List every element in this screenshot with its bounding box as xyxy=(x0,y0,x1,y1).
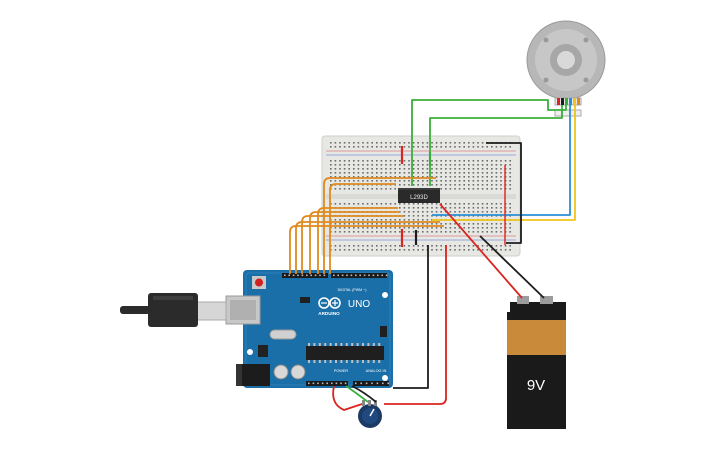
wire-pot-green xyxy=(345,385,369,403)
arduino-model: UNO xyxy=(348,299,370,310)
breadboard-holes xyxy=(330,142,511,251)
arduino-brand: ARDUINO xyxy=(318,311,340,316)
usb-port xyxy=(225,295,261,325)
wire-pot-black xyxy=(351,385,377,403)
9v-battery[interactable]: 9V xyxy=(507,296,566,429)
wire-orange-3 xyxy=(317,207,398,274)
wire-orange-2 xyxy=(323,177,436,274)
battery-label: 9V xyxy=(527,377,545,394)
digital-label: DIGITAL (PWM ~) xyxy=(338,288,367,292)
wire-orange-1 xyxy=(329,183,396,274)
digital-header[interactable] xyxy=(282,273,388,278)
wire-motor-green-1 xyxy=(411,99,567,186)
wire-battery-black xyxy=(479,235,545,299)
wire-pot-red xyxy=(332,385,363,411)
usb-cable xyxy=(120,293,227,327)
atmega-chip xyxy=(306,343,384,363)
dc-motor[interactable] xyxy=(526,20,606,117)
l293d-chip[interactable]: L293D xyxy=(398,188,440,203)
wire-orange-6 xyxy=(295,221,440,274)
wire-motor-yellow xyxy=(432,105,576,221)
power-analog-header[interactable] xyxy=(306,381,389,386)
wires xyxy=(289,99,576,411)
dc-power-jack xyxy=(236,364,270,386)
wire-battery-red xyxy=(439,203,523,299)
power-label: POWER xyxy=(334,369,349,373)
potentiometer[interactable] xyxy=(358,400,382,428)
wire-rail-black xyxy=(486,142,522,244)
arduino-logo xyxy=(318,297,341,309)
wire-5v-red xyxy=(384,245,447,405)
analog-label: ANALOG IN xyxy=(366,369,387,373)
arduino-uno-board[interactable]: DIGITAL (PWM ~) ARDUINO UNO POWER ANALOG… xyxy=(225,270,393,388)
wire-gnd-black xyxy=(393,245,429,389)
chip-label: L293D xyxy=(410,195,428,201)
reset-button[interactable] xyxy=(252,276,266,289)
wire-orange-7 xyxy=(289,225,444,274)
wire-orange-4 xyxy=(309,211,400,274)
wire-motor-blue xyxy=(432,105,571,216)
